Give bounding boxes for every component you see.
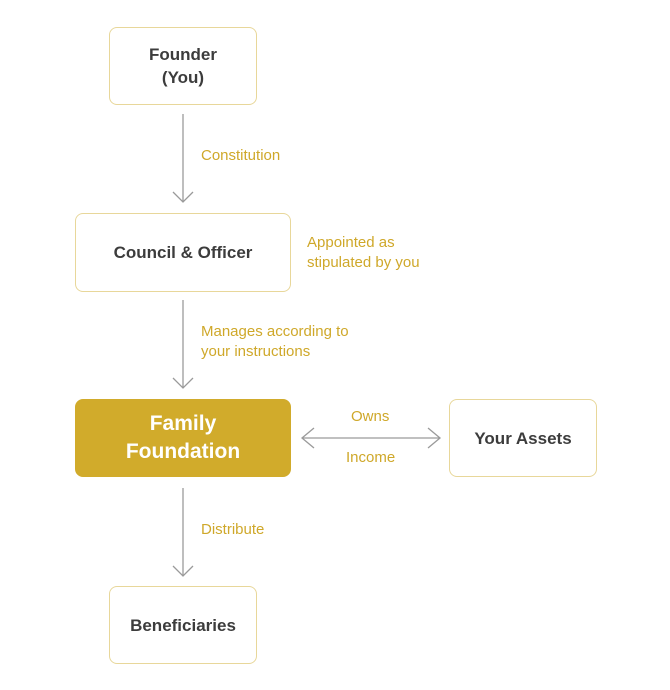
edge-label-income: Income <box>346 449 396 466</box>
node-founder: Founder (You) <box>109 27 257 105</box>
edge-label-manages: Manages according to your instructions <box>201 323 349 360</box>
node-beneficiaries: Beneficiaries <box>109 586 257 664</box>
node-your-assets: Your Assets <box>449 399 597 477</box>
edge-label-owns: Owns <box>351 408 390 425</box>
edge-label-constitution: Constitution <box>201 147 281 164</box>
node-family-foundation: Family Foundation <box>75 399 291 477</box>
edge-label-distribute: Distribute <box>201 521 265 538</box>
node-council-officer: Council & Officer <box>75 213 291 292</box>
edge-label-appointed: Appointed as stipulated by you <box>307 234 420 271</box>
